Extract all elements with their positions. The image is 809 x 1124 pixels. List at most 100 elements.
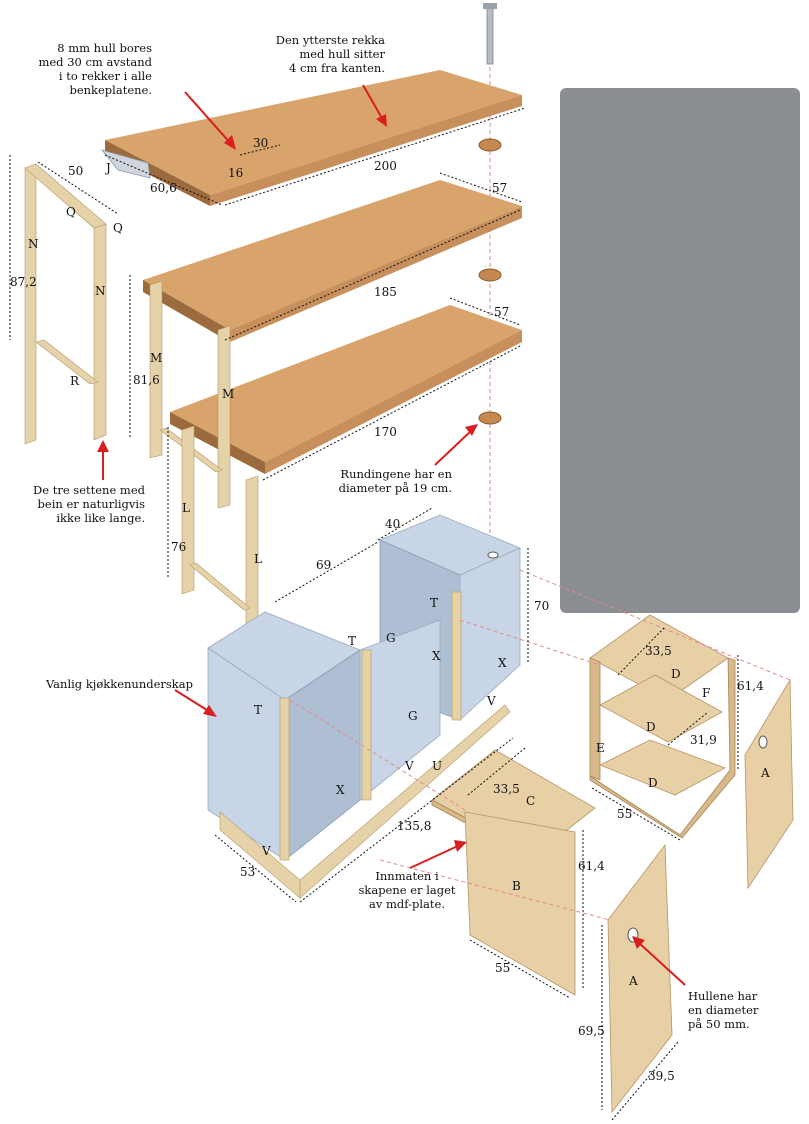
svg-text:C: C — [526, 794, 535, 808]
svg-text:J: J — [104, 161, 111, 175]
svg-text:B: B — [512, 879, 521, 893]
svg-text:benkeplatene.: benkeplatene. — [69, 83, 152, 97]
svg-text:81,6: 81,6 — [133, 373, 160, 387]
svg-text:57: 57 — [494, 305, 509, 319]
svg-text:skapene er laget: skapene er laget — [358, 883, 455, 897]
svg-text:N: N — [95, 284, 106, 298]
svg-text:M: M — [150, 351, 162, 365]
bolt-and-axis — [483, 3, 497, 550]
svg-text:Rundingene har en: Rundingene har en — [340, 467, 452, 481]
svg-text:60,6: 60,6 — [150, 181, 177, 195]
svg-text:87,2: 87,2 — [10, 275, 37, 289]
svg-text:31,9: 31,9 — [690, 733, 717, 747]
svg-text:53: 53 — [240, 865, 255, 879]
svg-text:G: G — [408, 709, 418, 723]
svg-text:E: E — [596, 741, 605, 755]
svg-text:V: V — [486, 694, 496, 708]
svg-text:V: V — [404, 759, 414, 773]
svg-text:U: U — [432, 759, 442, 773]
svg-text:T: T — [348, 634, 356, 648]
svg-text:4 cm fra kanten.: 4 cm fra kanten. — [289, 61, 385, 75]
svg-text:M: M — [222, 387, 234, 401]
svg-text:X: X — [336, 783, 345, 797]
cabinet-back — [378, 514, 522, 721]
side-panel-a-right — [744, 678, 794, 890]
annotation-outer-row: Den ytterste rekka med hull sitter 4 cm … — [276, 33, 386, 75]
svg-text:69: 69 — [316, 558, 331, 572]
svg-text:A: A — [760, 766, 770, 780]
wooden-discs — [478, 138, 502, 425]
svg-text:L: L — [182, 501, 190, 515]
leg-frame-76 — [181, 425, 259, 645]
worktop-200 — [100, 70, 522, 206]
svg-text:40: 40 — [385, 517, 400, 531]
svg-text:ikke like lange.: ikke like lange. — [56, 511, 145, 525]
svg-text:Q: Q — [113, 221, 123, 235]
svg-text:8 mm hull bores: 8 mm hull bores — [57, 41, 152, 55]
side-panel-a-bottom — [607, 843, 673, 1114]
annotation-holes: 8 mm hull bores med 30 cm avstand i to r… — [38, 41, 152, 97]
svg-text:R: R — [70, 374, 80, 388]
svg-text:200: 200 — [374, 159, 397, 173]
svg-text:på 50 mm.: på 50 mm. — [688, 1017, 750, 1031]
svg-text:X: X — [432, 649, 441, 663]
dimension-lines — [9, 107, 739, 1121]
svg-text:57: 57 — [492, 181, 507, 195]
guide-lines — [289, 569, 791, 921]
base-frame — [219, 704, 511, 899]
svg-text:61,4: 61,4 — [578, 859, 605, 873]
svg-text:Hullene har: Hullene har — [688, 989, 758, 1003]
svg-text:33,5: 33,5 — [493, 782, 520, 796]
svg-text:F: F — [702, 686, 710, 700]
svg-text:L: L — [254, 552, 262, 566]
svg-text:30: 30 — [253, 136, 268, 150]
svg-text:185: 185 — [374, 285, 397, 299]
svg-text:av mdf-plate.: av mdf-plate. — [369, 897, 445, 911]
svg-text:61,4: 61,4 — [737, 679, 764, 693]
gray-panel — [560, 88, 800, 613]
svg-text:V: V — [261, 844, 271, 858]
svg-text:55: 55 — [495, 961, 510, 975]
svg-text:N: N — [28, 237, 39, 251]
svg-text:en diameter: en diameter — [688, 1003, 759, 1017]
svg-text:76: 76 — [171, 540, 186, 554]
svg-text:33,5: 33,5 — [645, 644, 672, 658]
annotation-mdf: Innmaten i skapene er laget av mdf-plate… — [358, 869, 455, 911]
svg-text:50: 50 — [68, 164, 83, 178]
cabinet-front — [207, 611, 441, 861]
svg-text:med hull sitter: med hull sitter — [299, 47, 385, 61]
svg-text:A: A — [628, 974, 638, 988]
svg-text:D: D — [648, 776, 658, 790]
svg-text:Den ytterste rekka: Den ytterste rekka — [276, 33, 385, 47]
svg-text:X: X — [498, 656, 507, 670]
annotation-holes50: Hullene har en diameter på 50 mm. — [688, 989, 759, 1031]
svg-text:G: G — [386, 631, 396, 645]
leg-frame-87 — [24, 163, 107, 445]
dimension-labels: 30 16 60,6 200 57 50 87,2 185 57 81,6 17… — [10, 136, 764, 1083]
callout-arrows — [97, 84, 686, 986]
annotation-discs: Rundingene har en diameter på 19 cm. — [339, 467, 453, 495]
svg-text:T: T — [254, 703, 262, 717]
svg-text:39,5: 39,5 — [648, 1069, 675, 1083]
annotation-legs: De tre settene med bein er naturligvis i… — [33, 483, 146, 525]
mdf-inner-box — [589, 614, 736, 839]
svg-text:55: 55 — [617, 807, 632, 821]
svg-text:D: D — [646, 720, 656, 734]
svg-text:diameter på 19 cm.: diameter på 19 cm. — [339, 481, 452, 495]
svg-text:170: 170 — [374, 425, 397, 439]
t-posts — [279, 591, 462, 861]
svg-text:69,5: 69,5 — [578, 1024, 605, 1038]
svg-text:med 30 cm avstand: med 30 cm avstand — [38, 55, 152, 69]
svg-text:D: D — [671, 667, 681, 681]
svg-text:T: T — [430, 596, 438, 610]
svg-text:16: 16 — [228, 166, 243, 180]
svg-text:Innmaten i: Innmaten i — [375, 869, 439, 883]
svg-text:De tre settene med: De tre settene med — [33, 483, 146, 497]
svg-text:70: 70 — [534, 599, 549, 613]
annotation-cabinet: Vanlig kjøkkenunderskap — [45, 677, 193, 691]
svg-text:i to rekker i alle: i to rekker i alle — [59, 69, 152, 83]
part-letters: J Q Q N N R M M L L T T T G G X X X V V … — [28, 161, 770, 988]
svg-text:135,8: 135,8 — [397, 819, 431, 833]
panel-b — [464, 811, 576, 996]
